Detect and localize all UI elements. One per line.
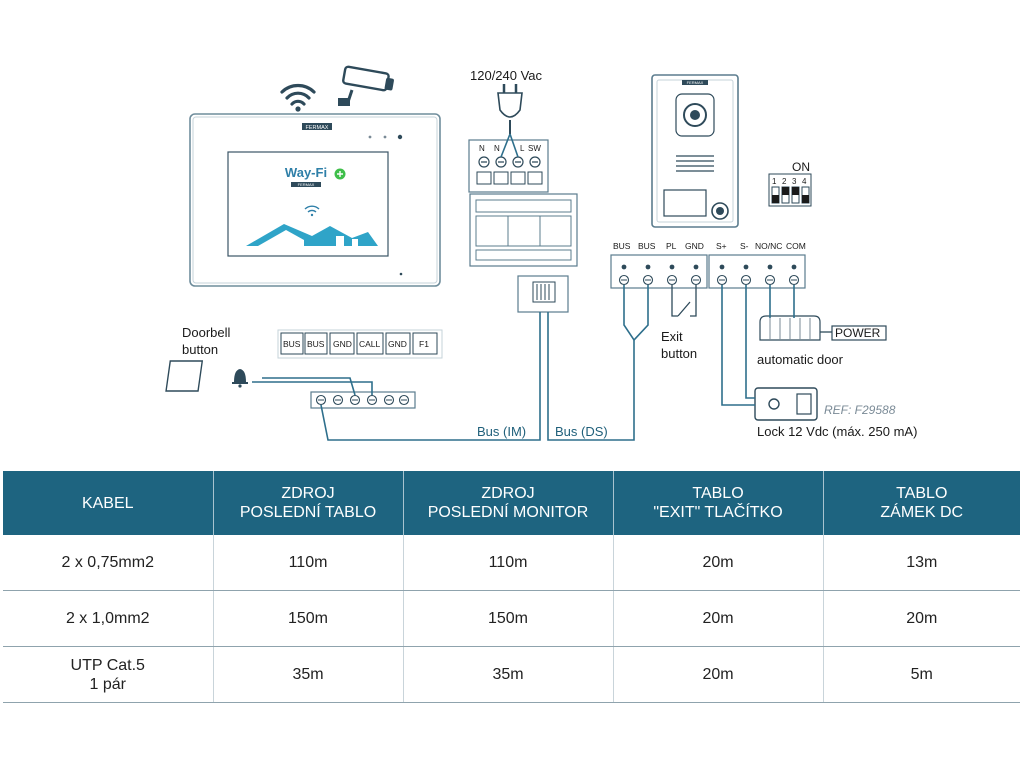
power-box: [831, 325, 887, 341]
monitor-terminal-strip: BUS BUS GND CALL GND F1: [277, 329, 443, 359]
doorbell-label-2: button: [182, 342, 218, 357]
dip-switch-number: 1: [772, 177, 777, 186]
supply-label: 120/240 Vac: [470, 68, 543, 83]
panel-terminal-label: BUS: [613, 241, 631, 251]
table-row: 2 x 0,75mm2 110m 110m 20m 13m: [3, 535, 1020, 591]
table-cell: 110m: [403, 535, 614, 591]
cable-type-cell: 2 x 0,75mm2: [3, 535, 214, 591]
monitor-led: [368, 135, 372, 139]
table-cell: 35m: [403, 646, 614, 703]
monitor-led: [383, 135, 387, 139]
monitor-terminal-label: F1: [419, 339, 429, 349]
ref-label: REF: F29588: [824, 403, 896, 417]
door-panel: FERMAX: [651, 74, 739, 228]
psu-terminal-label: L: [520, 144, 525, 153]
panel-terminal-label: PL: [666, 241, 677, 251]
screen-brand: FERMAX: [298, 182, 315, 187]
dip-switch: ON 1 2 3 4: [768, 160, 812, 207]
panel-terminal-label: GND: [685, 241, 704, 251]
monitor-terminal-label: GND: [388, 339, 407, 349]
table-cell: 20m: [613, 646, 824, 703]
monitor-brand: FERMAX: [306, 125, 329, 131]
dip-switch-number: 2: [782, 177, 787, 186]
dip-switch-number: 4: [802, 177, 807, 186]
din-power-supply: [469, 193, 578, 267]
monitor-terminal-label: GND: [333, 339, 352, 349]
house-icon: [246, 224, 378, 246]
table-header: KABEL: [3, 471, 214, 535]
monitor-terminal-label: BUS: [283, 339, 301, 349]
table-cell: 150m: [213, 590, 404, 647]
bus-ds-label: Bus (DS): [555, 424, 608, 439]
doorbell-label-1: Doorbell: [182, 325, 231, 340]
wiring: [252, 285, 795, 441]
monitor-terminal-label: BUS: [307, 339, 325, 349]
monitor-terminal-label: CALL: [359, 339, 381, 349]
lock-icon: [754, 387, 818, 421]
automatic-door-icon: [759, 315, 832, 341]
table-cell: 110m: [213, 535, 404, 591]
dip-switch-number: 3: [792, 177, 797, 186]
panel-terminal-label: S+: [716, 241, 727, 251]
panel-terminal-strip: BUS BUS PL GND S+ S- NO/NC COM: [610, 241, 806, 289]
cctv-camera-icon: [338, 65, 394, 106]
automatic-door-label: automatic door: [757, 352, 844, 367]
psu-terminal-label: SW: [528, 144, 541, 153]
table-cell: 150m: [403, 590, 614, 647]
table-cell: 5m: [823, 646, 1020, 703]
panel-brand: FERMAX: [687, 80, 704, 85]
psu-terminal-block: N N L SW: [468, 133, 549, 193]
exit-label-2: button: [661, 346, 697, 361]
lower-screw-terminal: [310, 391, 416, 409]
panel-terminal-label: S-: [740, 241, 749, 251]
exit-button-contact: [671, 285, 697, 317]
table-cell: 35m: [213, 646, 404, 703]
table-header: TABLO"EXIT" TLAČÍTKO: [613, 471, 824, 535]
wiring-diagram: FERMAX Way-Fi FERMAX 120/240 Vac N: [165, 65, 917, 441]
panel-terminal-label: BUS: [638, 241, 656, 251]
table-cell: 20m: [613, 590, 824, 647]
exit-label-1: Exit: [661, 329, 683, 344]
psu-terminal-label: N: [494, 144, 500, 153]
screen-app-name: Way-Fi: [285, 165, 327, 180]
table-cell: 20m: [613, 535, 824, 591]
bell-icon: [165, 360, 248, 392]
plug-icon: [497, 84, 523, 134]
screen-wifi-icon: [304, 205, 320, 217]
monitor-brand-badge: [302, 123, 332, 130]
bus-im-label: Bus (IM): [477, 424, 526, 439]
panel-terminal-label: COM: [786, 241, 806, 251]
table-cell: 20m: [823, 590, 1020, 647]
monitor-led: [397, 134, 403, 140]
bus-connector-block: [517, 275, 569, 313]
lock-label: Lock 12 Vdc (máx. 250 mA): [757, 424, 917, 439]
wifi-icon: [280, 84, 316, 112]
cable-type-cell: 2 x 1,0mm2: [3, 590, 214, 647]
panel-terminal-label: NO/NC: [755, 241, 782, 251]
table-cell: 13m: [823, 535, 1020, 591]
table-row: 2 x 1,0mm2 150m 150m 20m 20m: [3, 590, 1020, 647]
camera-lens-icon: [683, 103, 707, 127]
dip-switch-title: ON: [792, 160, 810, 174]
monitor-unit: FERMAX Way-Fi FERMAX: [189, 113, 441, 287]
psu-terminal-label: N: [479, 144, 485, 153]
power-label: POWER: [835, 326, 881, 340]
